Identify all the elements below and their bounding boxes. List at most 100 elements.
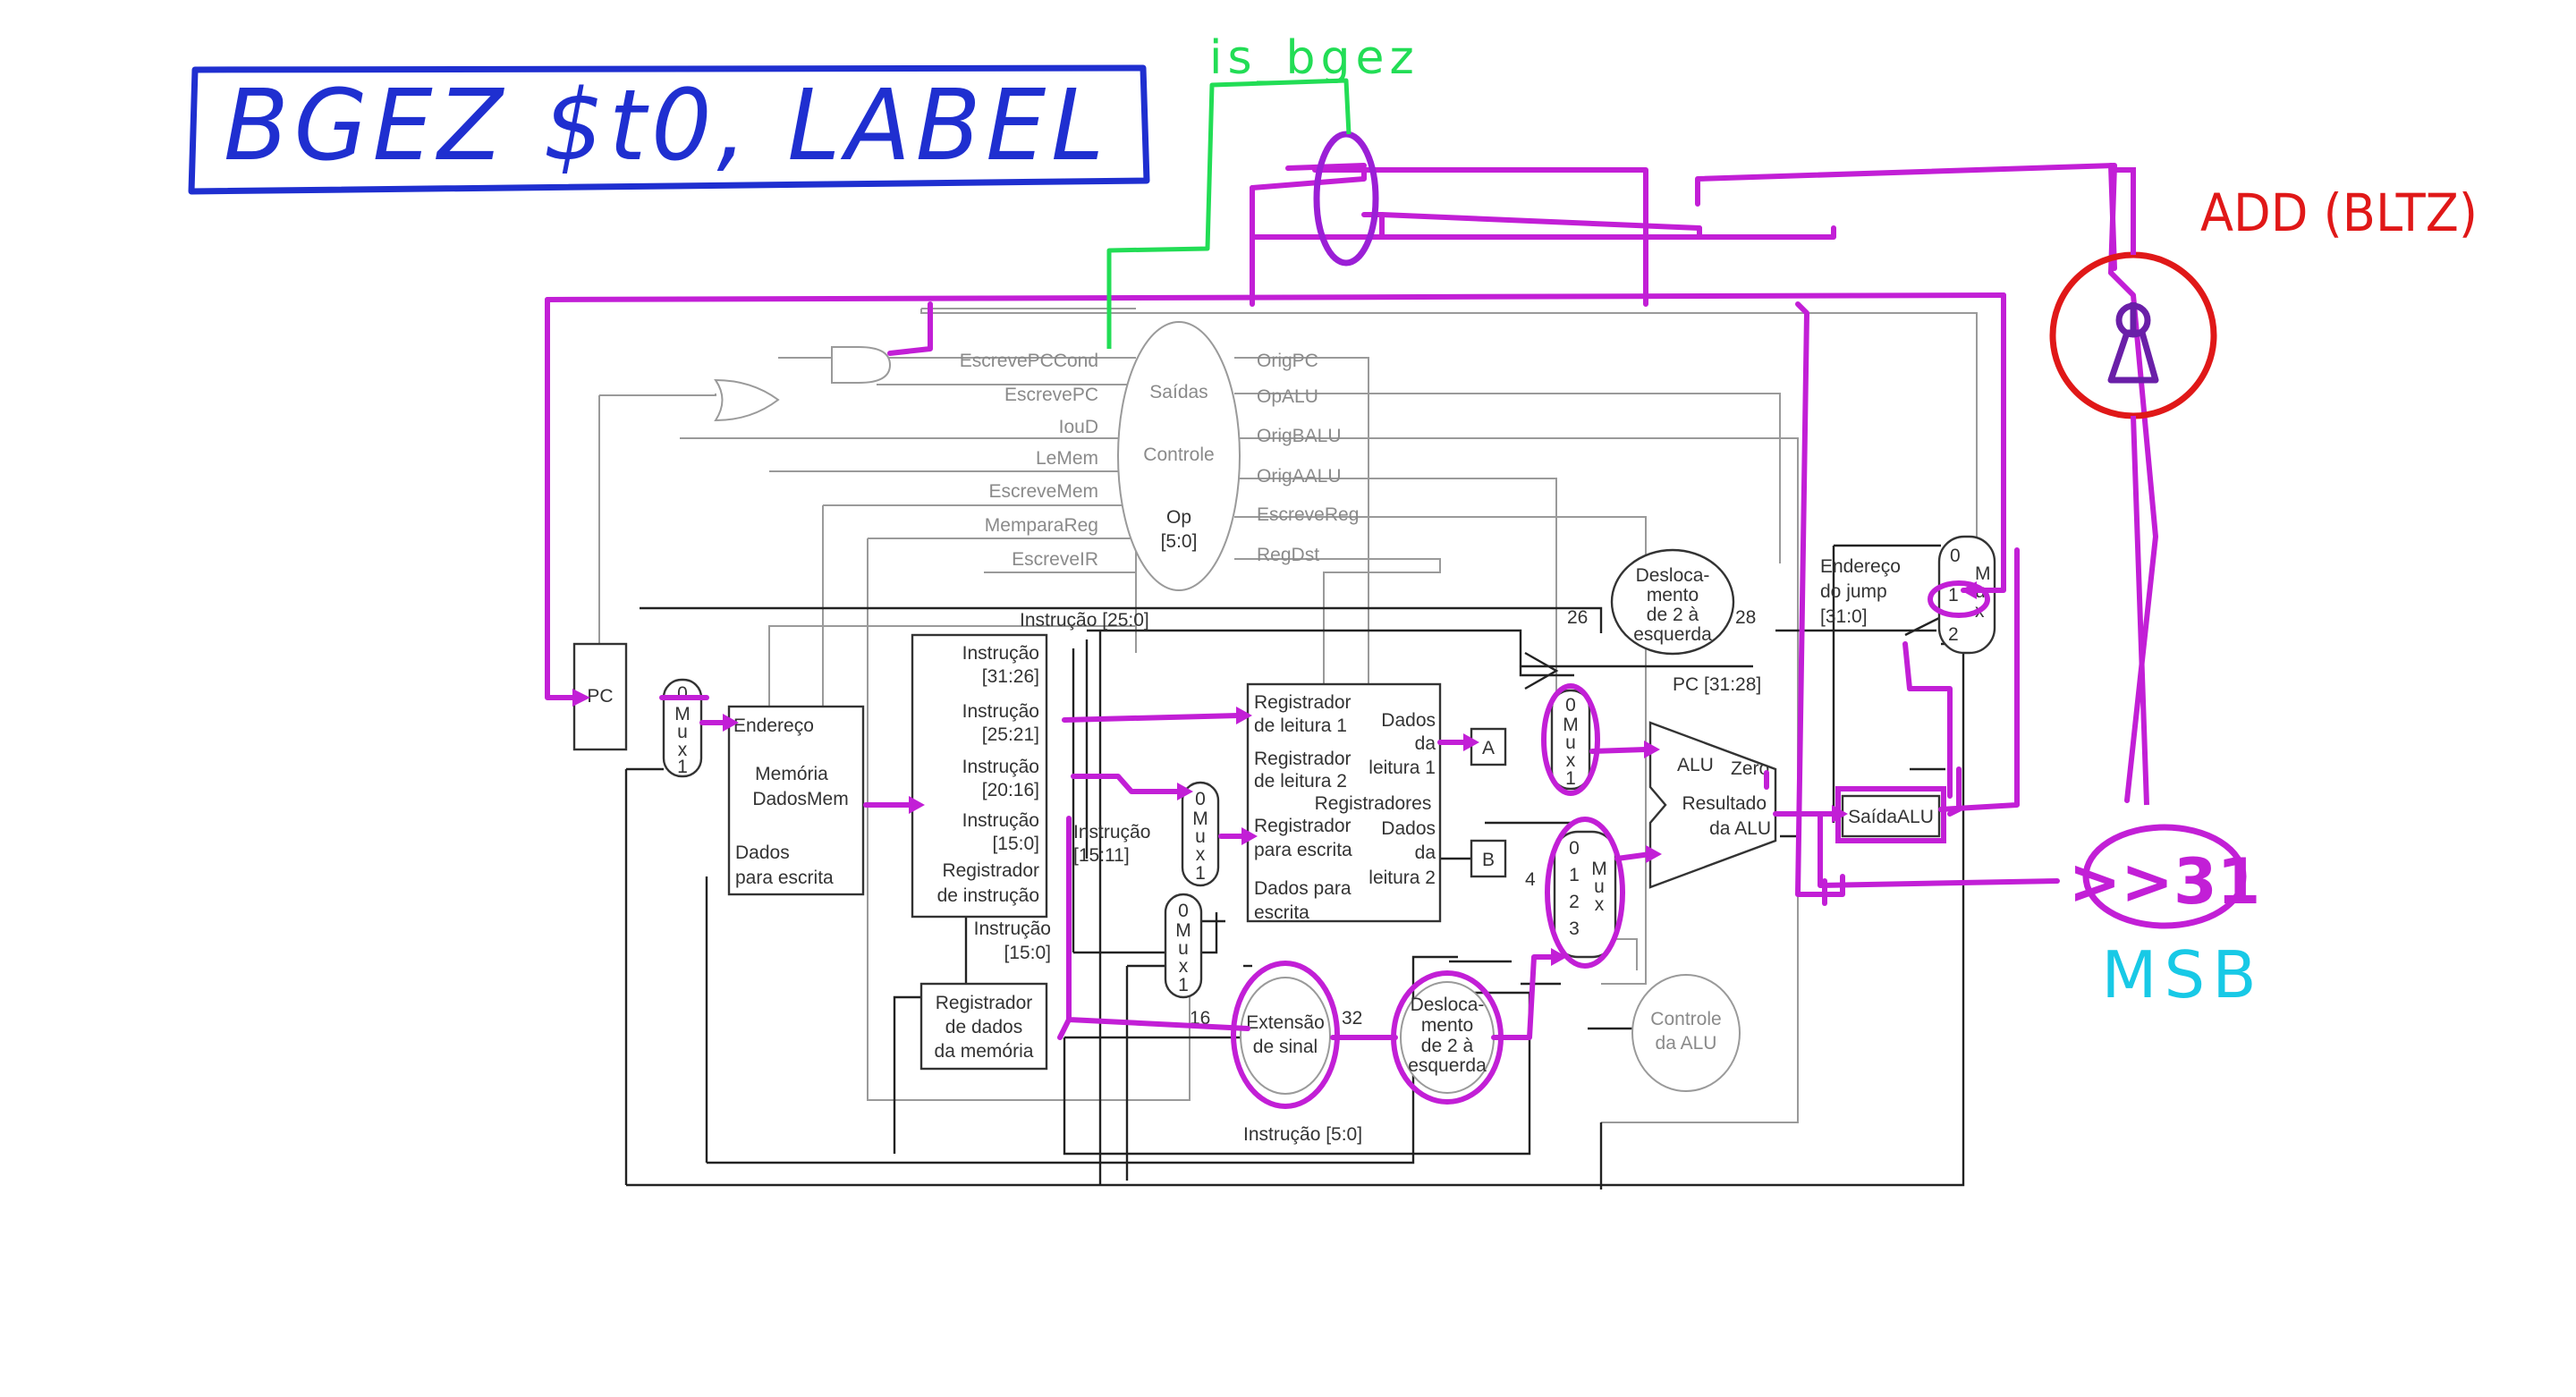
magenta-annotations [545,163,2158,1109]
svg-text:de 2 à: de 2 à [1647,605,1699,625]
svg-text:Desloca-: Desloca- [1636,565,1710,586]
instr-15-11-b: [15:11] [1073,845,1130,866]
svg-text:M: M [674,704,691,724]
svg-text:x: x [1196,844,1206,865]
svg-text:u: u [1195,826,1206,847]
svg-text:Registrador: Registrador [1254,816,1352,836]
bits-4: 4 [1525,869,1536,890]
svg-text:de sinal: de sinal [1253,1037,1318,1057]
svg-text:Dados para: Dados para [1254,878,1352,899]
svg-text:0: 0 [677,683,688,704]
svg-text:Registrador: Registrador [1254,692,1352,713]
svg-text:da: da [1415,842,1436,863]
svg-text:mento: mento [1647,585,1699,605]
memory-write-data-1: Dados [735,842,790,863]
svg-text:da ALU: da ALU [1656,1033,1717,1054]
svg-text:0: 0 [1950,546,1961,566]
svg-text:M: M [1975,563,1991,584]
control-signals-left: EscrevePCCond EscrevePC IouD LeMem Escre… [960,351,1098,570]
mux-regdst: 0 M u x 1 [1181,781,1220,887]
svg-text:leitura 2: leitura 2 [1368,868,1436,888]
bltz-add-gate: ADD (BLTZ) [2049,167,2478,806]
svg-text:u: u [1565,732,1576,753]
bltz-label: ADD (BLTZ) [2200,182,2478,243]
register-file: Registrador de leitura 1 Registrador de … [1246,682,1442,923]
svg-text:Instrução: Instrução [962,757,1039,777]
pc-label: PC [587,686,613,707]
mux-alusrcb: 0 1 2 3 M u x [1553,830,1617,959]
sig-escreveir: EscreveIR [1012,549,1098,570]
memory-address: Endereço [733,715,814,736]
sig-memparareg: MemparaReg [985,515,1098,536]
svg-text:Registradores: Registradores [1315,793,1432,814]
svg-text:u: u [1594,876,1605,897]
svg-text:M: M [1591,859,1607,879]
svg-text:Extensão: Extensão [1246,1012,1325,1033]
svg-text:[25:21]: [25:21] [982,724,1039,745]
svg-text:ALU: ALU [1677,755,1714,775]
svg-text:Controle: Controle [1650,1009,1721,1029]
svg-text:de dados: de dados [945,1017,1022,1037]
svg-text:3: 3 [1569,919,1580,939]
svg-text:x: x [678,740,688,760]
shift-left-2-imm: Desloca- mento de 2 à esquerda [1400,981,1495,1094]
memory-data-out: DadosMem [752,789,848,809]
instruction-register: Instrução [31:26] Instrução [25:21] Inst… [911,633,1048,919]
instr-5-0: Instrução [5:0] [1243,1124,1362,1145]
msb-shifter: >>31 MSB [2069,824,2260,1012]
svg-text:Dados: Dados [1381,710,1436,731]
register-a: A [1470,727,1507,766]
memory-write-data-2: para escrita [735,868,834,888]
sig-origaalu: OrigAALU [1257,466,1342,487]
sig-regdst: RegDst [1257,545,1319,565]
svg-text:2: 2 [1948,624,1959,645]
svg-text:esquerda: esquerda [1408,1055,1487,1076]
svg-text:0: 0 [1569,838,1580,859]
or-gate [714,378,780,422]
memory-data-register: Registrador de dados da memória [919,982,1048,1071]
svg-text:de 2 à: de 2 à [1421,1036,1474,1056]
control-unit: Saídas Controle Op [5:0] [1117,321,1241,591]
svg-text:de leitura 2: de leitura 2 [1254,771,1347,792]
is-bgez-label: is_bgez [1209,31,1419,85]
is-bgez-wire: is_bgez [1106,31,1419,349]
jump-addr-1: Endereço [1820,556,1901,577]
sig-escrevemem: EscreveMem [988,481,1098,502]
control-name: Controle [1143,444,1214,465]
svg-text:da memória: da memória [935,1041,1034,1062]
svg-text:de instrução: de instrução [937,885,1039,906]
instruction-title-box: BGEZ $t0, LABEL [188,64,1150,195]
sig-origbalu: OrigBALU [1257,426,1342,446]
svg-text:B: B [1482,850,1495,870]
sig-origpc: OrigPC [1257,351,1318,371]
svg-text:0: 0 [1565,695,1576,715]
svg-text:para escrita: para escrita [1254,840,1352,860]
svg-text:1: 1 [677,757,688,777]
mux-alusrca: 0 M u x 1 [1550,689,1591,791]
svg-text:A: A [1482,738,1495,758]
svg-text:esquerda: esquerda [1633,624,1712,645]
svg-text:Registrador: Registrador [1254,749,1352,769]
svg-text:u: u [677,722,688,742]
svg-text:u: u [1178,938,1189,959]
svg-text:1: 1 [1195,863,1206,884]
control-signals-right: OrigPC OpALU OrigBALU OrigAALU EscreveRe… [1257,351,1359,565]
svg-text:Zero: Zero [1731,758,1769,779]
sig-escrevepc: EscrevePC [1004,385,1098,405]
jump-addr-3: [31:0] [1820,606,1868,627]
svg-text:[20:16]: [20:16] [982,780,1039,800]
sig-escrevereg: EscreveReg [1257,504,1359,525]
control-op: Op [1166,507,1191,528]
svg-text:de leitura 1: de leitura 1 [1254,715,1347,736]
sig-opalu: OpALU [1257,386,1318,407]
register-b: B [1470,839,1507,878]
sig-ioud: IouD [1059,417,1098,437]
memory-unit: Endereço Memória DadosMem Dados para esc… [727,705,865,896]
svg-text:Desloca-: Desloca- [1411,995,1485,1015]
instr-15-0-b: [15:0] [1004,943,1051,963]
svg-text:Instrução: Instrução [962,810,1039,831]
bgez-or-gate [1313,131,1379,267]
datapath-wires [624,544,1965,1190]
svg-text:0: 0 [1178,901,1189,921]
svg-text:x: x [1179,956,1189,977]
